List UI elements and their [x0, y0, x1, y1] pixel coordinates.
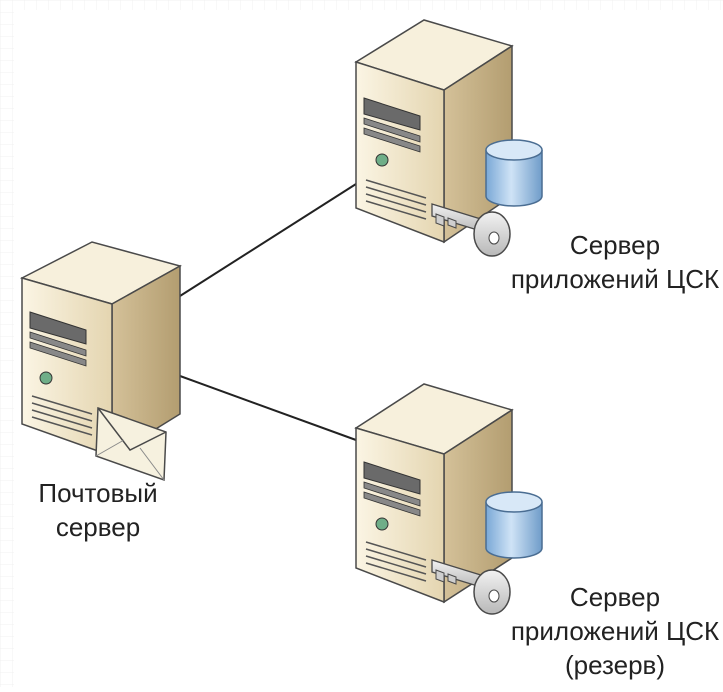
background-texture-top [0, 0, 723, 10]
mail-server-label-line2: сервер [55, 512, 141, 542]
app-server-main-label-line2: приложений ЦСК [510, 264, 720, 294]
app-server-backup-label-line3: (резерв) [564, 650, 666, 680]
envelope-icon [95, 406, 167, 482]
app-server-main-label: Сервер приложений ЦСК [508, 228, 722, 296]
connector-mail-to-backup [179, 375, 357, 441]
app-server-backup-label-line1: Сервер [569, 582, 661, 612]
mail-server-label: Почтовый сервер [8, 476, 188, 544]
key-icon [431, 559, 511, 615]
app-server-main-label-line1: Сервер [569, 230, 661, 260]
app-server-backup-label-line2: приложений ЦСК [510, 616, 720, 646]
background-texture [0, 0, 14, 687]
connector-mail-to-main [179, 183, 357, 297]
mail-server-icon [19, 241, 182, 458]
key-icon [431, 203, 511, 257]
database-icon [485, 139, 543, 207]
app-server-backup-label: Сервер приложений ЦСК (резерв) [508, 580, 722, 682]
mail-server-label-line1: Почтовый [38, 478, 158, 508]
database-icon [485, 491, 543, 559]
